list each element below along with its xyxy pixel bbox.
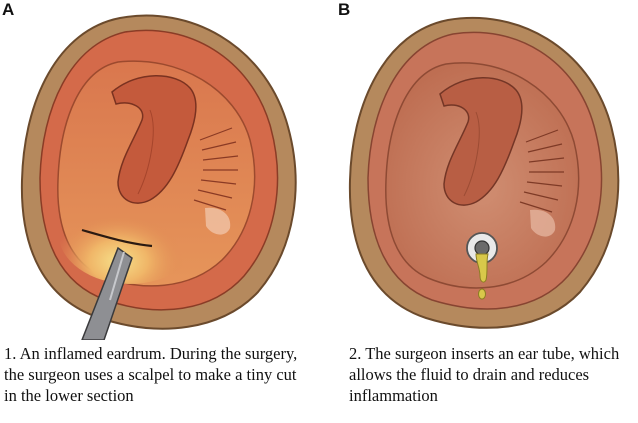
membrane-striations [519, 129, 565, 213]
ear-tube-illustration [348, 16, 620, 329]
panel-label-b: B [338, 0, 351, 19]
incision-line [81, 228, 153, 248]
caption-step-2: 2. The surgeon inserts an ear tube, whic… [349, 344, 620, 405]
panel-label-a: A [2, 0, 15, 19]
caption-step-1: 1. An inflamed eardrum. During the surge… [4, 344, 298, 405]
light-reflex [530, 209, 556, 237]
malleus-bone [111, 75, 197, 204]
ear-tube [466, 232, 498, 264]
draining-fluid [475, 253, 489, 300]
light-reflex [205, 207, 231, 235]
malleus-bone [439, 77, 523, 206]
membrane-striations [193, 127, 239, 211]
inflamed-eardrum-illustration [20, 14, 297, 340]
scalpel [81, 246, 133, 340]
